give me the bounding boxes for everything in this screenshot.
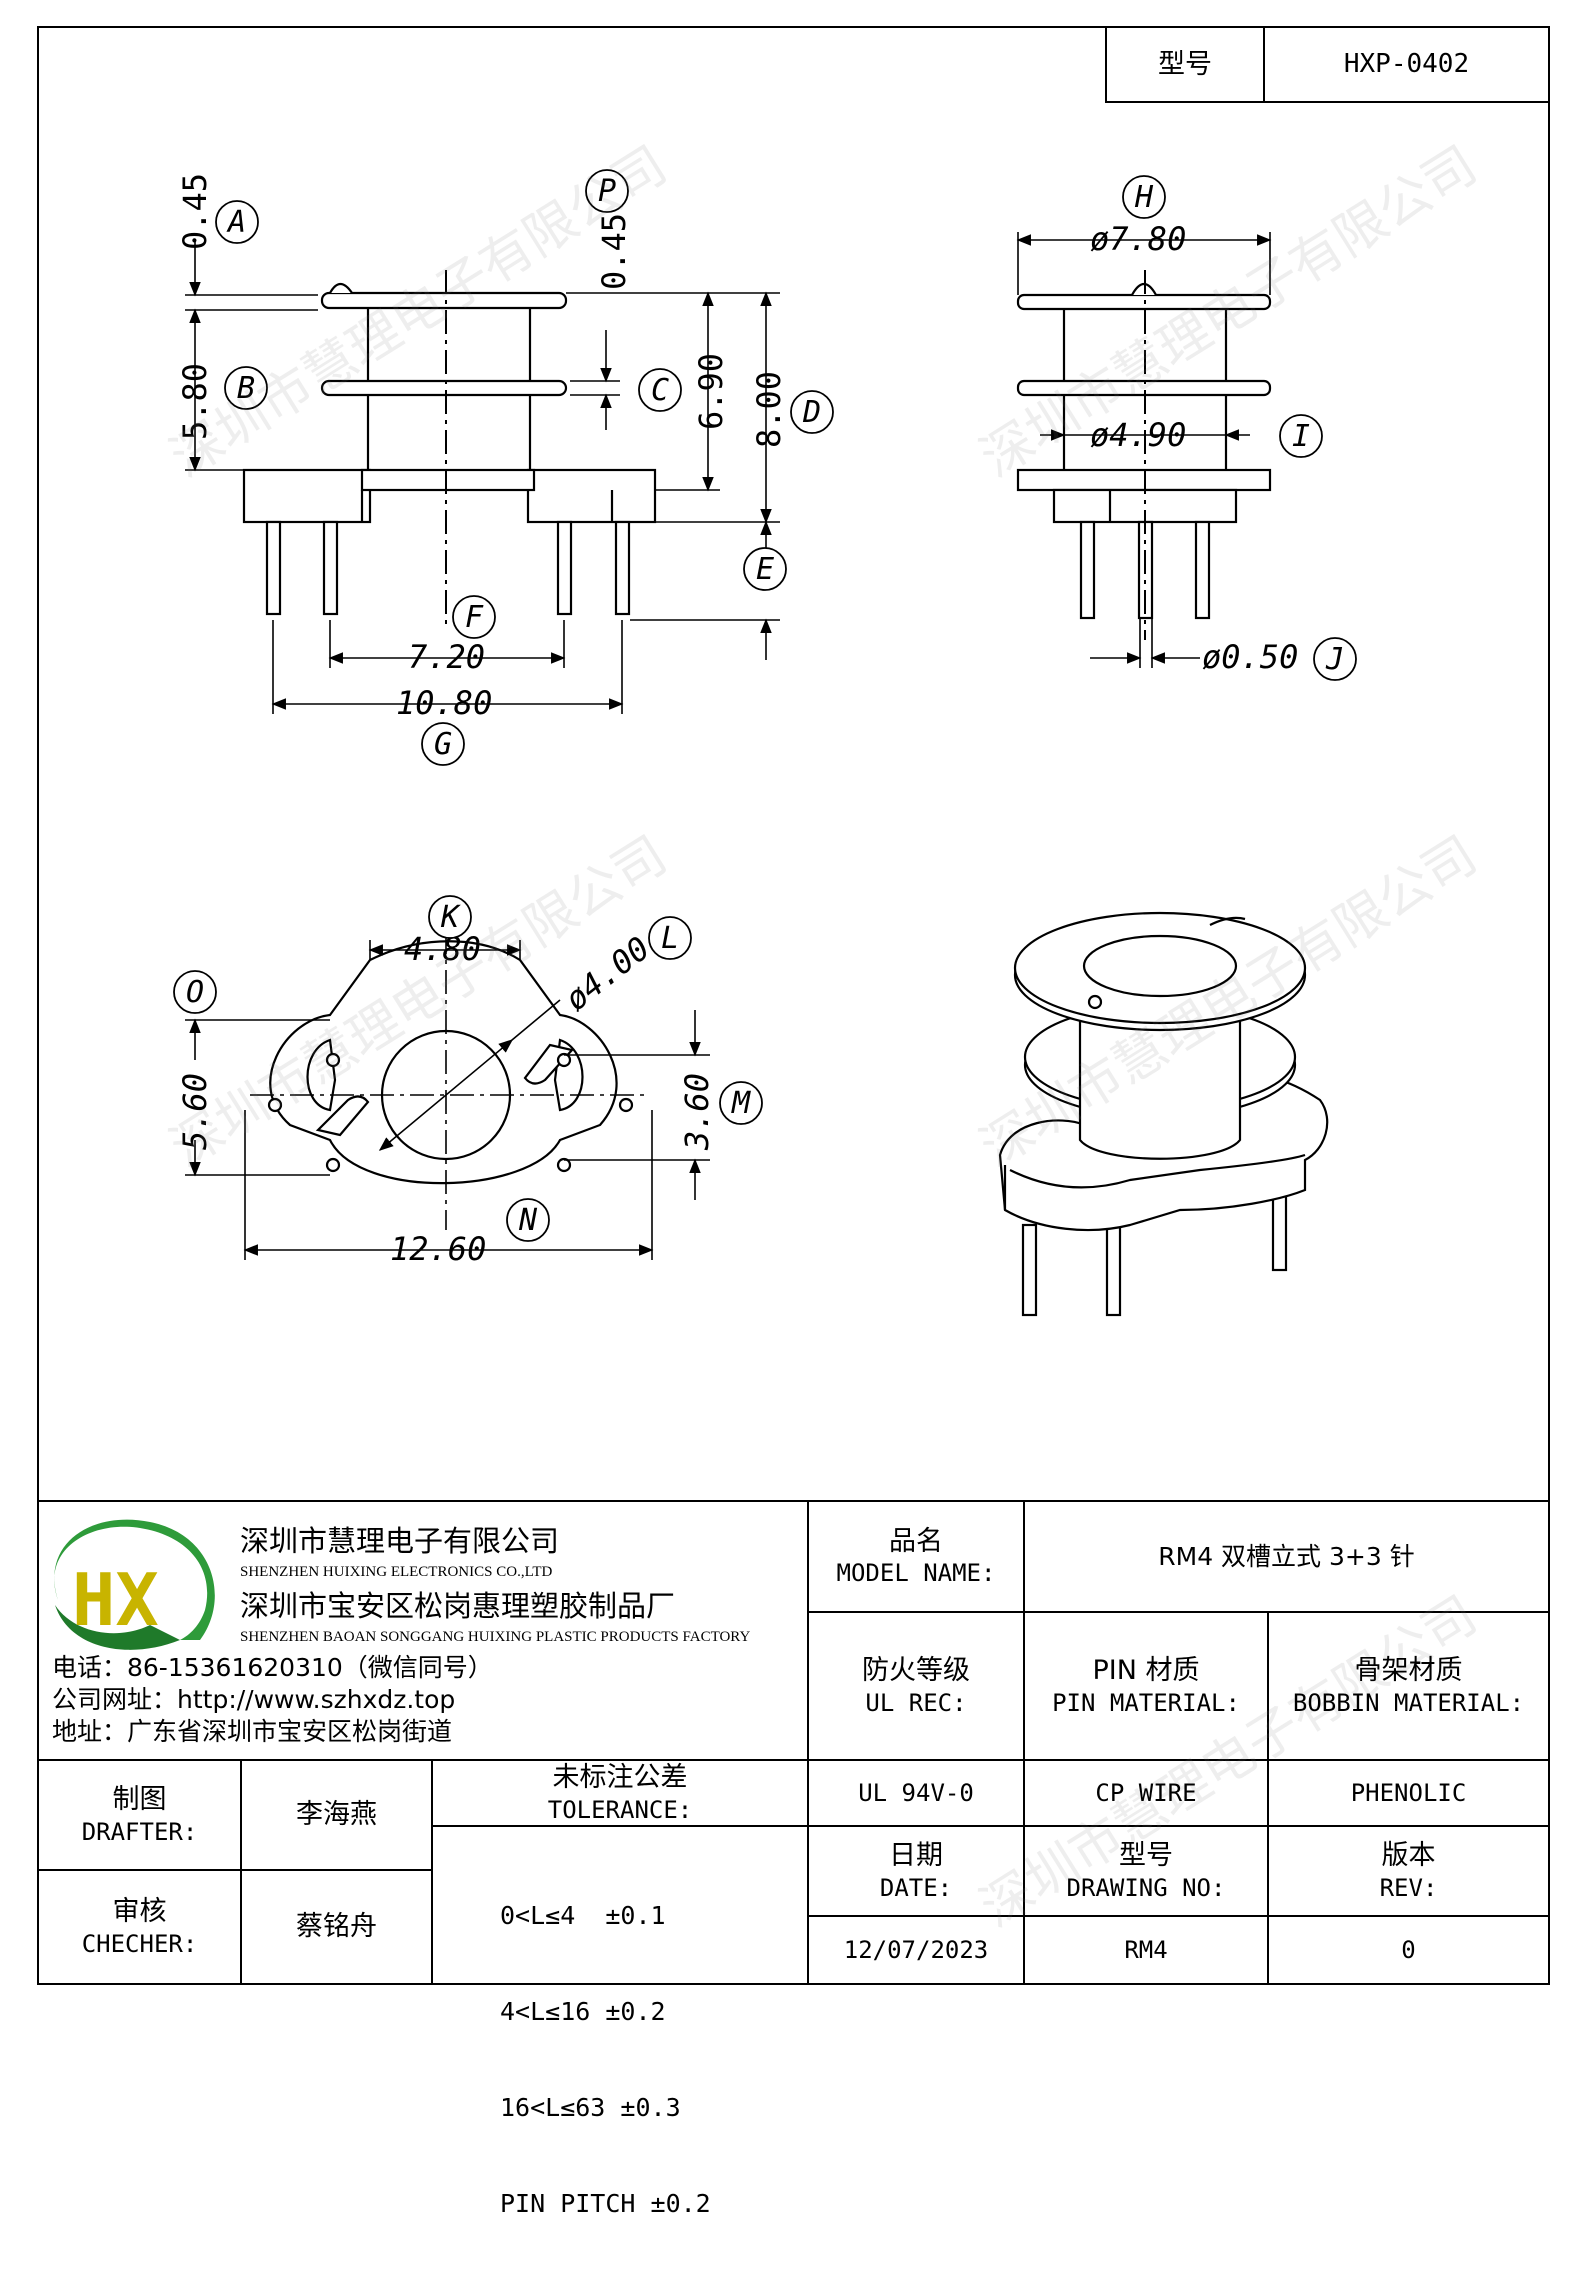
callout-g: G (434, 727, 452, 762)
tolerance-line: 0<L≤4 ±0.1 (500, 1901, 666, 1930)
drawing-sheet: 0.45 5.80 0.45 6.90 8.00 7.20 10.80 (37, 26, 1550, 2218)
company-address: 地址：广东省深圳市宝安区松岗街道 (52, 1717, 453, 1746)
tolerance-values: 0<L≤4 ±0.1 4<L≤16 ±0.2 16<L≤63 ±0.3 PIN … (500, 1836, 800, 2284)
callout-a: A (226, 205, 246, 240)
checker-value: 蔡铭舟 (296, 1911, 377, 1943)
dim-m: 3.60 (678, 1073, 716, 1151)
callout-p: P (598, 174, 616, 209)
company-website: 公司网址：http://www.szhxdz.top (52, 1685, 456, 1714)
callout-b: B (237, 371, 255, 406)
model-name-cn: 品名 (889, 1525, 943, 1557)
callout-h: H (1134, 180, 1154, 215)
callout-l: L (661, 921, 679, 956)
rev-en: REV: (1379, 1873, 1438, 1902)
drawing-no-cn: 型号 (1119, 1840, 1173, 1872)
dim-g: 10.80 (396, 684, 492, 722)
dim-p: 0.45 (595, 213, 633, 290)
pin-material-value: CP WIRE (1095, 1779, 1197, 1807)
callout-i: I (1292, 419, 1310, 454)
model-name-value: RM4 双槽立式 3+3 针 (1158, 1541, 1415, 1571)
callout-n: N (518, 1203, 538, 1238)
date-label: 日期 DATE: (808, 1826, 1024, 1916)
drawing-no-en: DRAWING NO: (1066, 1873, 1226, 1902)
drawing-no-label: 型号 DRAWING NO: (1024, 1826, 1268, 1916)
checker-label: 审核 CHECHER: (38, 1870, 241, 1984)
company-logo: HX (54, 1519, 215, 1650)
isometric-view (998, 911, 1329, 1317)
bobbin-material-label: 骨架材质 BOBBIN MATERIAL: (1268, 1612, 1549, 1760)
callout-j: J (1325, 642, 1344, 677)
callout-e: E (756, 552, 774, 587)
bobbin-material-en: BOBBIN MATERIAL: (1292, 1688, 1525, 1717)
factory-name-cn: 深圳市宝安区松岗惠理塑胶制品厂 (240, 1589, 676, 1623)
drawing-no-value: RM4 (1124, 1936, 1168, 1964)
contact-info: 电话：86-15361620310（微信同号） 公司网址：http://www.… (52, 1652, 792, 1748)
drafter-cn: 制图 (112, 1784, 167, 1816)
dim-f: 7.20 (408, 638, 485, 676)
date-cn: 日期 (889, 1840, 943, 1872)
pin-material-en: PIN MATERIAL: (1052, 1688, 1240, 1717)
factory-name-en: SHENZHEN BAOAN SONGGANG HUIXING PLASTIC … (240, 1629, 751, 1645)
dim-a: 0.45 (176, 173, 214, 250)
dim-h: ø7.80 (1090, 220, 1186, 258)
callout-o: O (186, 975, 204, 1010)
tolerance-line: PIN PITCH ±0.2 (500, 2189, 711, 2218)
ul-rec-en: UL REC: (865, 1688, 967, 1717)
dim-c: 6.90 (692, 353, 730, 430)
tolerance-en: TOLERANCE: (547, 1795, 693, 1824)
ul-rec-cn: 防火等级 (862, 1655, 970, 1687)
company-name-en: SHENZHEN HUIXING ELECTRONICS CO.,LTD (240, 1564, 553, 1580)
drafter-value: 李海燕 (296, 1799, 377, 1831)
technical-drawing: 0.45 5.80 0.45 6.90 8.00 7.20 10.80 (37, 26, 1550, 1985)
date-en: DATE: (879, 1873, 953, 1902)
model-name-en: MODEL NAME: (836, 1559, 996, 1588)
dim-b: 5.80 (176, 363, 214, 440)
header-model-value: HXP-0402 (1343, 49, 1470, 80)
bobbin-material-cn: 骨架材质 (1354, 1655, 1463, 1687)
tolerance-label: 未标注公差 TOLERANCE: (432, 1760, 808, 1826)
checker-en: CHECHER: (81, 1929, 198, 1958)
dim-n: 12.60 (390, 1230, 486, 1268)
callout-d: D (802, 395, 821, 430)
rev-cn: 版本 (1381, 1840, 1436, 1872)
pin-material-cn: PIN 材质 (1092, 1655, 1200, 1687)
ul-rec-label: 防火等级 UL REC: (808, 1612, 1024, 1760)
rev-value: 0 (1401, 1936, 1416, 1964)
company-name-cn: 深圳市慧理电子有限公司 (240, 1524, 560, 1558)
dim-l: ø4.00 (558, 929, 657, 1018)
dim-j: ø0.50 (1202, 638, 1298, 676)
company-phone: 电话：86-15361620310（微信同号） (52, 1653, 493, 1682)
front-view (242, 282, 657, 616)
tolerance-cn: 未标注公差 (552, 1762, 688, 1794)
drafter-label: 制图 DRAFTER: (38, 1760, 241, 1870)
drafter-en: DRAFTER: (81, 1817, 198, 1846)
tolerance-line: 16<L≤63 ±0.3 (500, 2093, 681, 2122)
logo-text: HX (72, 1558, 159, 1642)
date-value: 12/07/2023 (843, 1936, 989, 1964)
callout-f: F (465, 600, 484, 635)
rev-label: 版本 REV: (1268, 1826, 1549, 1916)
header-model-label: 型号 (1158, 48, 1212, 80)
tolerance-line: 4<L≤16 ±0.2 (500, 1997, 666, 2026)
dim-i: ø4.90 (1090, 416, 1186, 454)
callout-c: C (651, 373, 669, 408)
checker-cn: 审核 (112, 1896, 167, 1928)
callout-k: K (440, 900, 461, 935)
company-info: 深圳市慧理电子有限公司 SHENZHEN HUIXING ELECTRONICS… (240, 1518, 800, 1646)
ul-rec-value: UL 94V-0 (858, 1779, 974, 1807)
dim-d: 8.00 (750, 371, 788, 448)
model-name-label: 品名 MODEL NAME: (808, 1501, 1024, 1612)
bobbin-material-value: PHENOLIC (1350, 1779, 1467, 1807)
dim-o: 5.60 (176, 1073, 214, 1150)
pin-material-label: PIN 材质 PIN MATERIAL: (1024, 1612, 1268, 1760)
callout-m: M (731, 1086, 751, 1121)
